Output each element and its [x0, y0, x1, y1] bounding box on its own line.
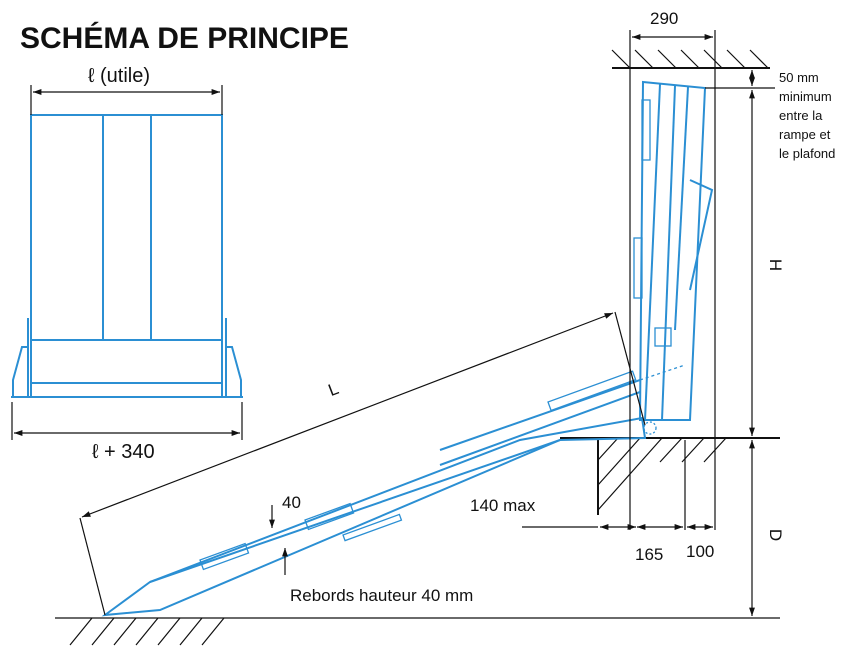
dim-L: L	[326, 379, 342, 400]
dim-165: 165	[635, 545, 663, 564]
dim-290: 290	[650, 9, 678, 28]
front-view	[11, 114, 243, 398]
rebords-note: Rebords hauteur 40 mm	[290, 586, 473, 605]
svg-text:minimum: minimum	[779, 89, 832, 104]
svg-text:50 mm: 50 mm	[779, 70, 819, 85]
dim-140-max: 140 max	[470, 496, 536, 515]
ground	[55, 617, 780, 646]
dock	[560, 437, 780, 515]
svg-text:le plafond: le plafond	[779, 146, 835, 161]
dim-40: 40	[282, 493, 301, 512]
ceiling	[611, 49, 770, 69]
dim-H: H	[766, 259, 785, 271]
useful-width-label: ℓ (utile)	[88, 65, 150, 87]
dim-100: 100	[686, 542, 714, 561]
stowed-ramp	[633, 80, 714, 421]
page-title: SCHÉMA DE PRINCIPE	[20, 21, 349, 55]
svg-text:rampe et: rampe et	[779, 127, 831, 142]
clearance-note: 50 mm minimum entre la rampe et le plafo…	[779, 70, 835, 161]
total-width-label: ℓ + 340	[92, 441, 155, 463]
dim-D: D	[766, 529, 785, 541]
svg-text:entre la: entre la	[779, 108, 823, 123]
